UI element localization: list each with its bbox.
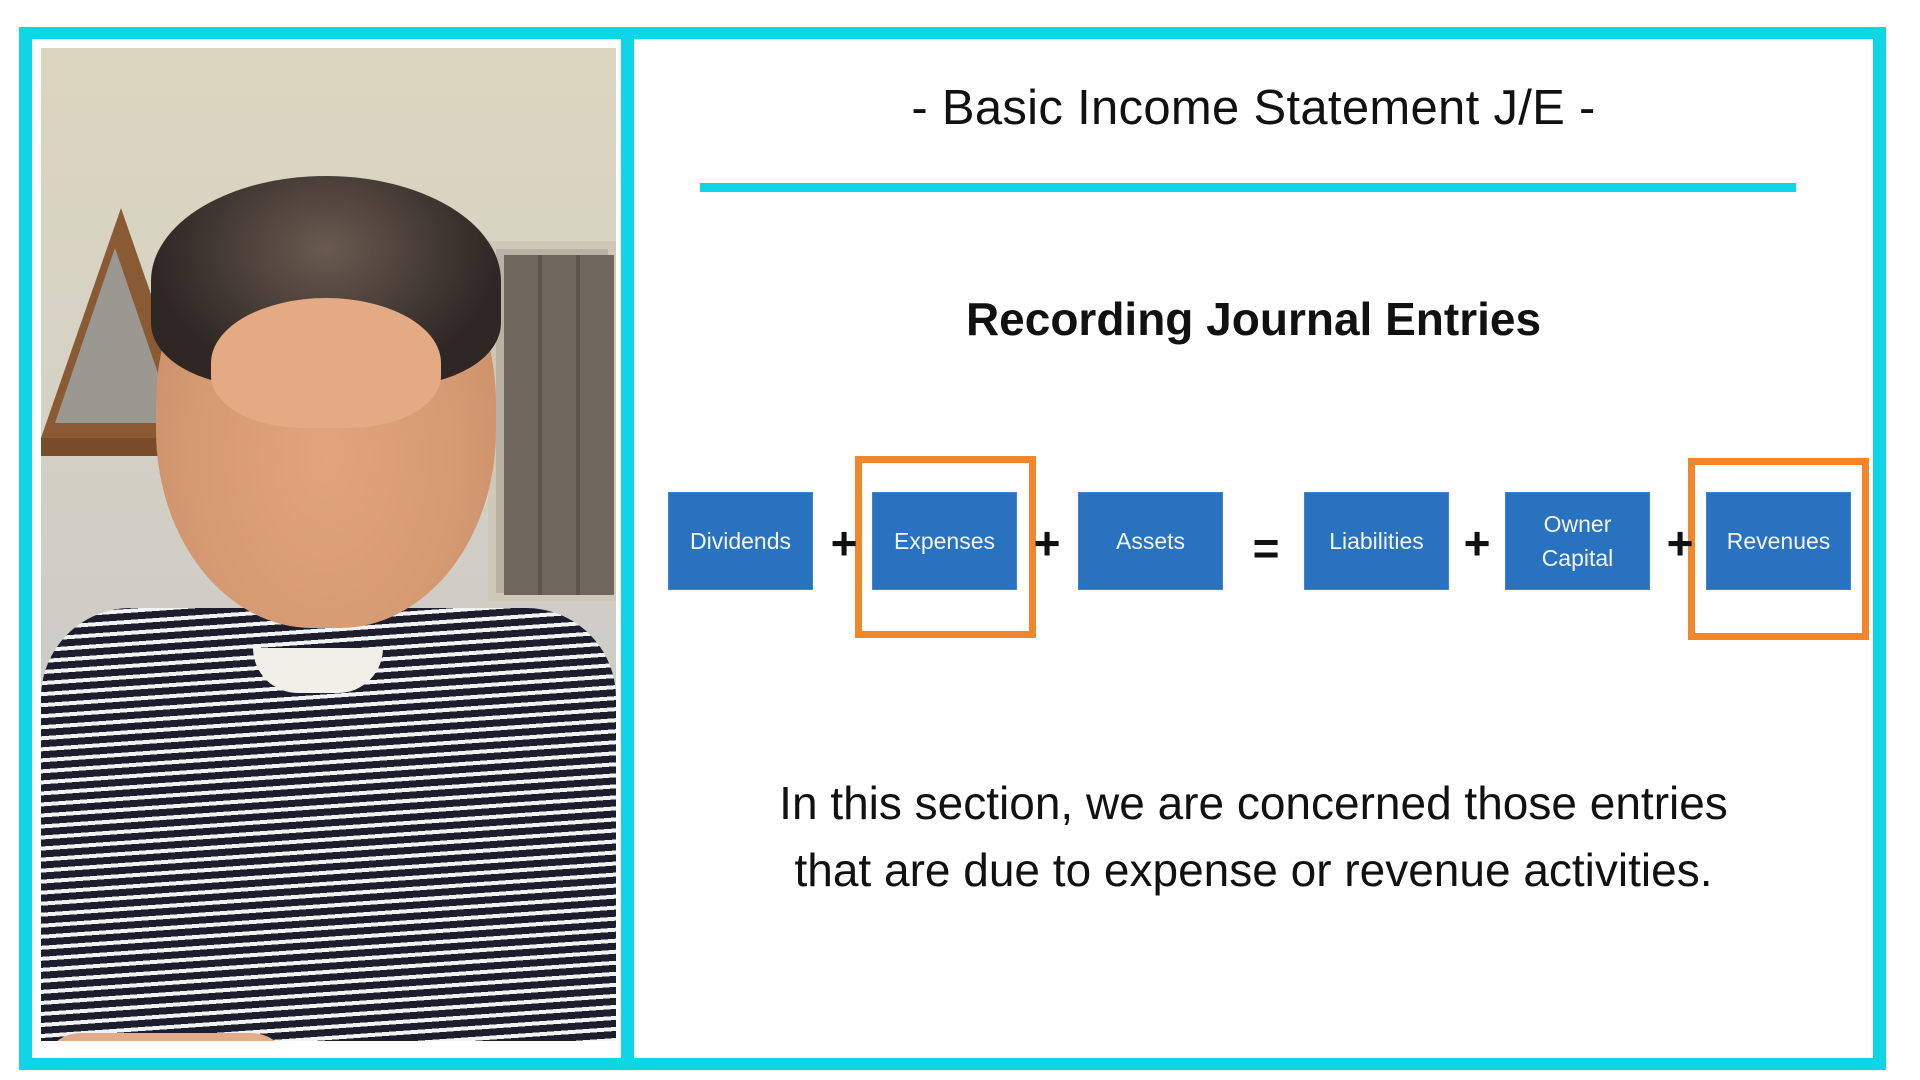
expenses-highlight-frame [855,456,1036,638]
wall-wood-planks [504,255,614,595]
body-line-2: that are due to expense or revenue activ… [794,844,1713,896]
plus-operator: + [830,517,858,569]
presenter-undershirt [253,648,383,693]
owner-capital-box: Owner Capital [1505,492,1650,590]
presenter-hand [41,1033,291,1041]
plus-operator: + [1666,517,1694,569]
assets-box: Assets [1078,492,1223,590]
plus-operator: + [1463,517,1491,569]
frame-right [1873,27,1886,1070]
liabilities-box: Liabilities [1304,492,1449,590]
revenues-highlight-frame [1688,458,1869,640]
frame-bottom [19,1058,1886,1070]
equals-operator: = [1252,522,1280,574]
presenter-forehead [211,298,441,428]
expenses-box: Expenses [872,492,1017,590]
revenues-box: Revenues [1706,492,1851,590]
slide-subtitle: Recording Journal Entries [965,293,1542,345]
body-line-1: In this section, we are concerned those … [779,777,1728,829]
title-divider [700,183,1796,192]
slide-body-text: In this section, we are concerned those … [634,770,1873,904]
dividends-box: Dividends [668,492,813,590]
presenter-video [41,48,616,1041]
slide-title: - Basic Income Statement J/E - [911,81,1596,135]
frame-left [19,27,32,1070]
wall-shelf-board [41,438,171,456]
frame-divider [621,27,634,1070]
frame-top [19,27,1886,39]
plus-operator: + [1033,517,1061,569]
